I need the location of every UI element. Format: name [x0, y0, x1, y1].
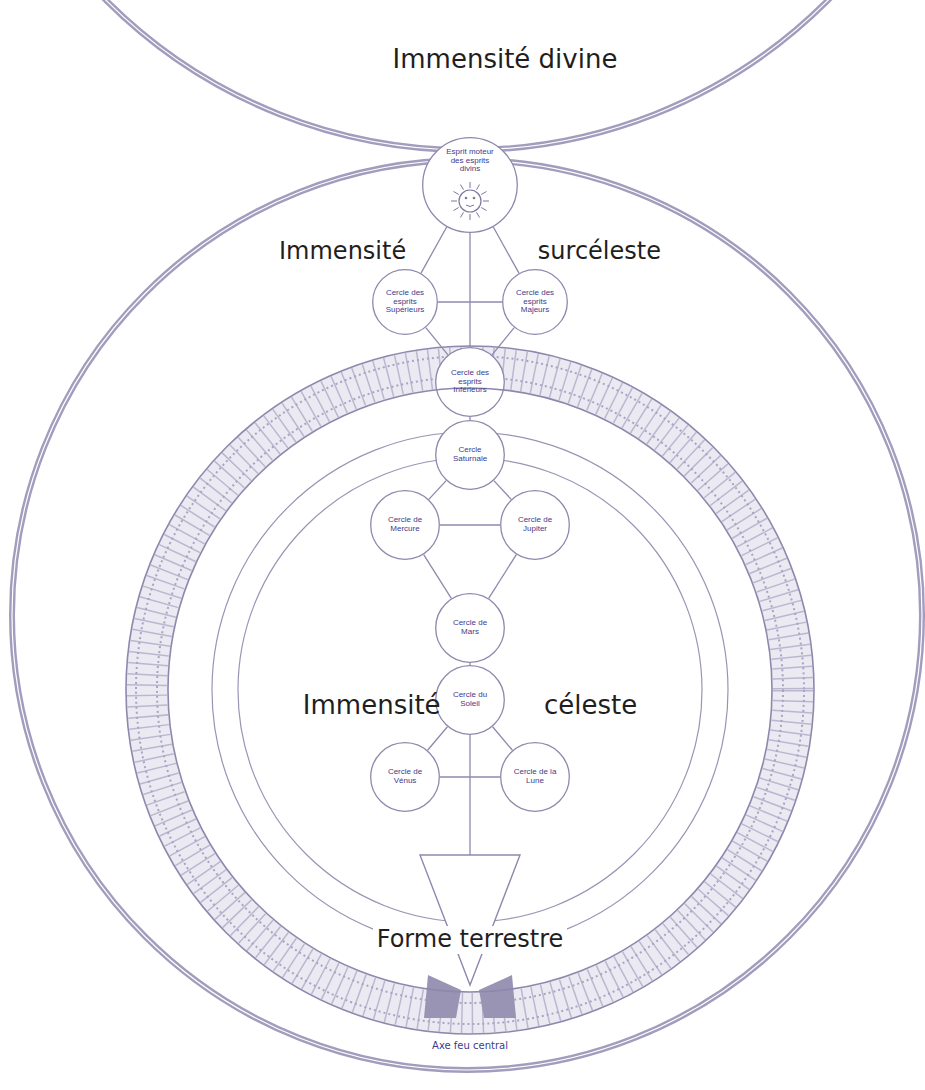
circle-outline: [503, 270, 568, 335]
node-outline: [420, 855, 520, 985]
circle-outline: [436, 594, 505, 663]
connector-line: [469, 417, 470, 420]
spirit-circle: Cercle des esprits Supérieurs: [372, 269, 438, 335]
sphere-outline-inner: [0, 0, 925, 150]
circle-outline: [436, 421, 505, 490]
supercelestial-sphere: Immensité surcélesteEsprit moteur des es…: [12, 160, 922, 1070]
connector-line: [469, 663, 470, 665]
circle-label: Cercle des esprits Supérieurs: [380, 289, 430, 316]
triangle-outline: [420, 855, 520, 985]
band-outer-edge: [126, 346, 814, 1034]
connector-line: [489, 555, 517, 599]
axis-label: Axe feu central: [432, 1040, 508, 1052]
earth-wedge: [424, 975, 461, 1018]
sphere-label: Immensité divine: [393, 45, 618, 75]
spirit-circle: Cercle des esprits Majeurs: [502, 269, 568, 335]
planet-circle: Cercle du Soleil: [435, 665, 505, 735]
zodiac-band: [147, 367, 793, 1013]
sun-rays: [451, 182, 489, 220]
circle-label: Cercle de Jupiter: [509, 516, 561, 534]
circle-label: Cercle de la Lune: [509, 768, 561, 786]
band-ticks: [147, 367, 793, 1013]
band-dots: [157, 377, 783, 1003]
circle-label: Cercle de Vénus: [379, 768, 431, 786]
connector-line: [429, 481, 446, 500]
earth-triangle: Forme terrestre: [420, 855, 520, 985]
circle-label: Cercle des esprits Majeurs: [510, 289, 560, 316]
node-outline: [0, 0, 925, 150]
sun-circle: Esprit moteur des esprits divins: [422, 137, 518, 233]
sphere-outline: [12, 160, 922, 1070]
earth-wedge: [479, 975, 516, 1018]
planet-circle: Cercle de Vénus: [370, 742, 440, 812]
sun-eye: [473, 197, 476, 200]
circle-label: Esprit moteur des esprits divins: [442, 148, 498, 175]
planet-circle: Cercle de Jupiter: [500, 490, 570, 560]
circle-label: Cercle de Mercure: [379, 516, 431, 534]
sun-face: [451, 182, 489, 220]
connector-line: [424, 555, 452, 599]
inner-orbit: [238, 458, 702, 922]
circle-outline: [501, 743, 570, 812]
planet-circle: Cercle de la Lune: [500, 742, 570, 812]
sun-eye: [465, 197, 468, 200]
sphere-outline: [0, 0, 925, 150]
planet-circle: Cercle de Mars: [435, 593, 505, 663]
celestial-sphere: Immensité célesteCercle SaturnaleCercle …: [168, 388, 772, 992]
sphere-outline: [168, 388, 772, 992]
planet-circle: Cercle Saturnale: [435, 420, 505, 490]
connector-line: [493, 727, 513, 751]
sphere-label: Immensité surcéleste: [279, 238, 661, 266]
connector-line: [494, 481, 511, 500]
label-holder: Axe feu central: [0, 0, 76, 12]
circle-outline: [371, 491, 440, 560]
connector-line: [440, 524, 500, 525]
circle-label: Cercle Saturnale: [444, 446, 496, 464]
circle-outline: [436, 666, 505, 735]
circle-label: Cercle du Soleil: [444, 691, 496, 709]
connector-line: [440, 776, 500, 777]
connector-line: [438, 301, 502, 302]
connector-line: [426, 328, 448, 355]
connector-line: [492, 328, 514, 355]
circle-label: Cercle des esprits Inférieurs: [444, 369, 496, 396]
connector-line: [469, 735, 470, 855]
circle-outline: [501, 491, 570, 560]
sphere-outline-inner: [12, 160, 922, 1070]
circle-outline: [436, 348, 505, 417]
form-label: Forme terrestre: [373, 926, 568, 954]
band-dots: [136, 356, 804, 1024]
planet-circle: Cercle de Mercure: [370, 490, 440, 560]
spirit-circle: Cercle des esprits Inférieurs: [435, 347, 505, 417]
circle-outline: [371, 743, 440, 812]
circle-label: Cercle de Mars: [444, 619, 496, 637]
circle-outline: [423, 138, 518, 233]
circle-outline: [373, 270, 438, 335]
connector-line: [428, 727, 448, 751]
divine-sphere: Immensité divine: [0, 0, 925, 150]
sun-disc: [459, 190, 481, 212]
sun-mouth: [466, 205, 474, 207]
